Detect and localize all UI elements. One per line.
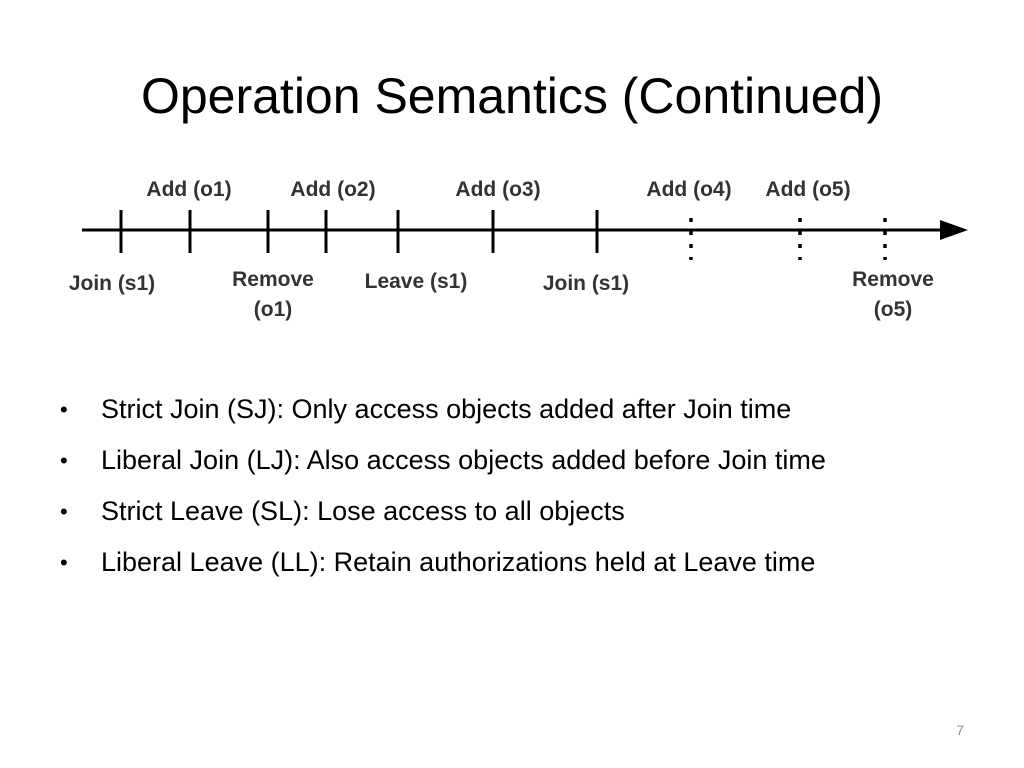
label-remove-o5-line2: (o5) xyxy=(874,298,913,321)
bullet-dot-icon: • xyxy=(60,550,68,575)
bullet-item: • Strict Join (SJ): Only access objects … xyxy=(58,384,998,435)
page-number: 7 xyxy=(956,722,964,738)
label-add-o5: Add (o5) xyxy=(765,178,850,201)
label-remove-o1-line2: (o1) xyxy=(254,298,293,321)
bullet-text: Strict Leave (SL): Lose access to all ob… xyxy=(101,496,625,526)
bullet-item: • Strict Leave (SL): Lose access to all … xyxy=(58,486,998,537)
bullet-list: • Strict Join (SJ): Only access objects … xyxy=(58,384,998,588)
bullet-text: Liberal Leave (LL): Retain authorization… xyxy=(101,547,816,577)
timeline-diagram: Add (o1) Add (o2) Add (o3) Add (o4) Add … xyxy=(0,160,1024,340)
bullet-text: Strict Join (SJ): Only access objects ad… xyxy=(101,394,792,424)
label-join-s1-first: Join (s1) xyxy=(69,272,155,295)
label-leave-s1: Leave (s1) xyxy=(365,270,468,293)
timeline-svg: Add (o1) Add (o2) Add (o3) Add (o4) Add … xyxy=(69,178,968,321)
bullet-dot-icon: • xyxy=(60,397,68,422)
slide-title: Operation Semantics (Continued) xyxy=(140,68,884,124)
label-add-o1: Add (o1) xyxy=(146,178,231,201)
label-add-o2: Add (o2) xyxy=(290,178,375,201)
bullet-text: Liberal Join (LJ): Also access objects a… xyxy=(101,445,826,475)
label-join-s1-second: Join (s1) xyxy=(543,272,629,295)
bullet-item: • Liberal Leave (LL): Retain authorizati… xyxy=(58,537,998,588)
label-remove-o5-line1: Remove xyxy=(852,268,934,291)
label-add-o3: Add (o3) xyxy=(455,178,540,201)
label-add-o4: Add (o4) xyxy=(646,178,731,201)
bullet-item: • Liberal Join (LJ): Also access objects… xyxy=(58,435,998,486)
label-remove-o1-line1: Remove xyxy=(232,268,314,291)
timeline-arrowhead xyxy=(940,220,968,240)
bullet-dot-icon: • xyxy=(60,448,68,473)
bullet-dot-icon: • xyxy=(60,499,68,524)
